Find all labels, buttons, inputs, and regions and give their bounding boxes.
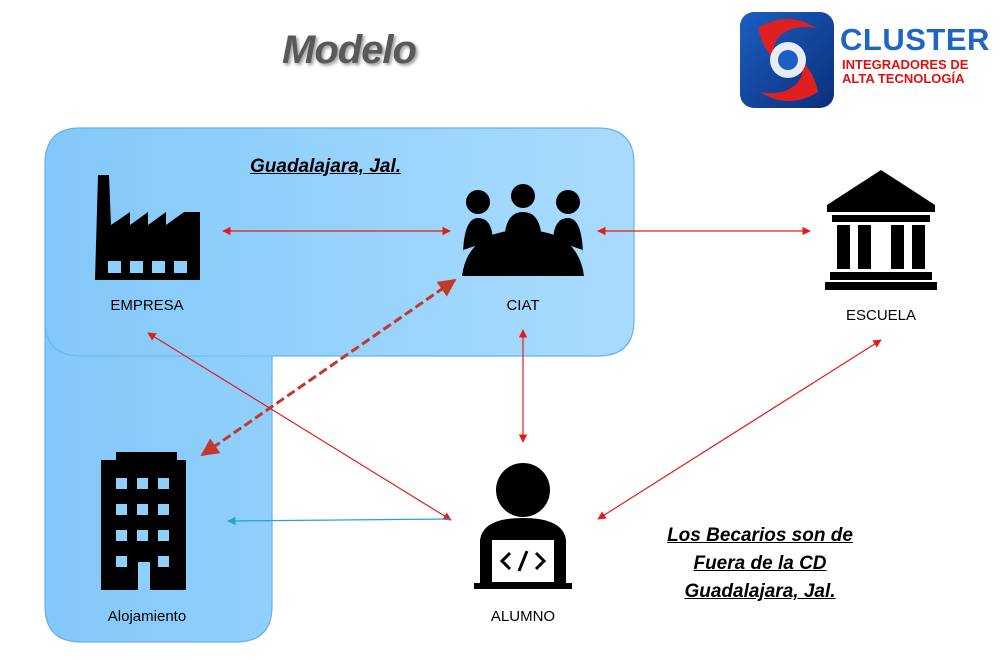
developer-icon bbox=[474, 463, 572, 589]
page-title: Modelo bbox=[282, 28, 417, 72]
region-label: Guadalajara, Jal. bbox=[250, 156, 402, 177]
node-label-alojamiento: Alojamiento bbox=[107, 608, 187, 625]
becarios-note: Los Becarios son de Fuera de la CD Guada… bbox=[645, 522, 875, 606]
logo-text-cluster: CLUSTER bbox=[840, 22, 990, 57]
factory-icon bbox=[95, 175, 200, 280]
node-label-escuela: ESCUELA bbox=[845, 307, 917, 324]
arrow-escuela-alumno bbox=[597, 339, 882, 520]
meeting-icon bbox=[462, 184, 584, 276]
logo-text-line2: INTEGRADORES DE bbox=[842, 57, 969, 72]
note-line: Guadalajara, Jal. bbox=[684, 581, 836, 602]
node-label-empresa: EMPRESA bbox=[110, 297, 184, 314]
node-label-alumno: ALUMNO bbox=[490, 608, 556, 625]
arrow-alumno-alojamiento bbox=[227, 516, 451, 526]
school-icon bbox=[825, 170, 937, 290]
node-label-ciat: CIAT bbox=[506, 297, 540, 314]
building-icon bbox=[101, 452, 186, 590]
logo-text-line3: ALTA TECNOLOGÍA bbox=[842, 71, 965, 86]
cluster-logo: CLUSTER INTEGRADORES DE ALTA TECNOLOGÍA bbox=[738, 8, 990, 112]
note-line: Los Becarios son de bbox=[667, 525, 853, 546]
note-line: Fuera de la CD bbox=[693, 553, 827, 574]
